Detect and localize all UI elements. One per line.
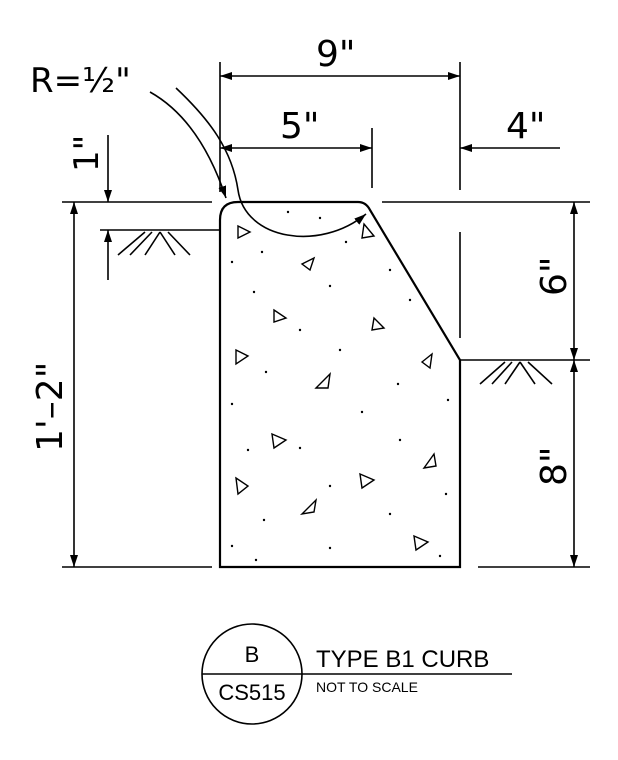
earth-hatch-right — [479, 361, 553, 385]
dim-8-label: 8" — [534, 447, 575, 486]
dim-1-label: 1" — [67, 135, 107, 172]
dim-9-label: 9" — [316, 34, 355, 75]
sheet-ref: CS515 — [218, 680, 285, 705]
dim-total-label: 1'–2" — [30, 362, 71, 452]
dim-4-label: 4" — [506, 106, 545, 147]
dim-5-label: 5" — [280, 106, 319, 147]
concrete-stipple — [230, 210, 450, 562]
radius-leader-left — [149, 91, 227, 199]
aggregate-pattern — [235, 222, 437, 552]
earth-hatch-left — [117, 231, 191, 256]
radius-leader-right — [175, 87, 367, 238]
detail-title: TYPE B1 CURB — [316, 646, 489, 673]
radius-label: R=½" — [30, 61, 131, 101]
curb-outline — [218, 200, 462, 569]
dim-6-label: 6" — [534, 257, 575, 296]
detail-subtitle: NOT TO SCALE — [316, 679, 418, 695]
detail-id: B — [245, 642, 260, 667]
